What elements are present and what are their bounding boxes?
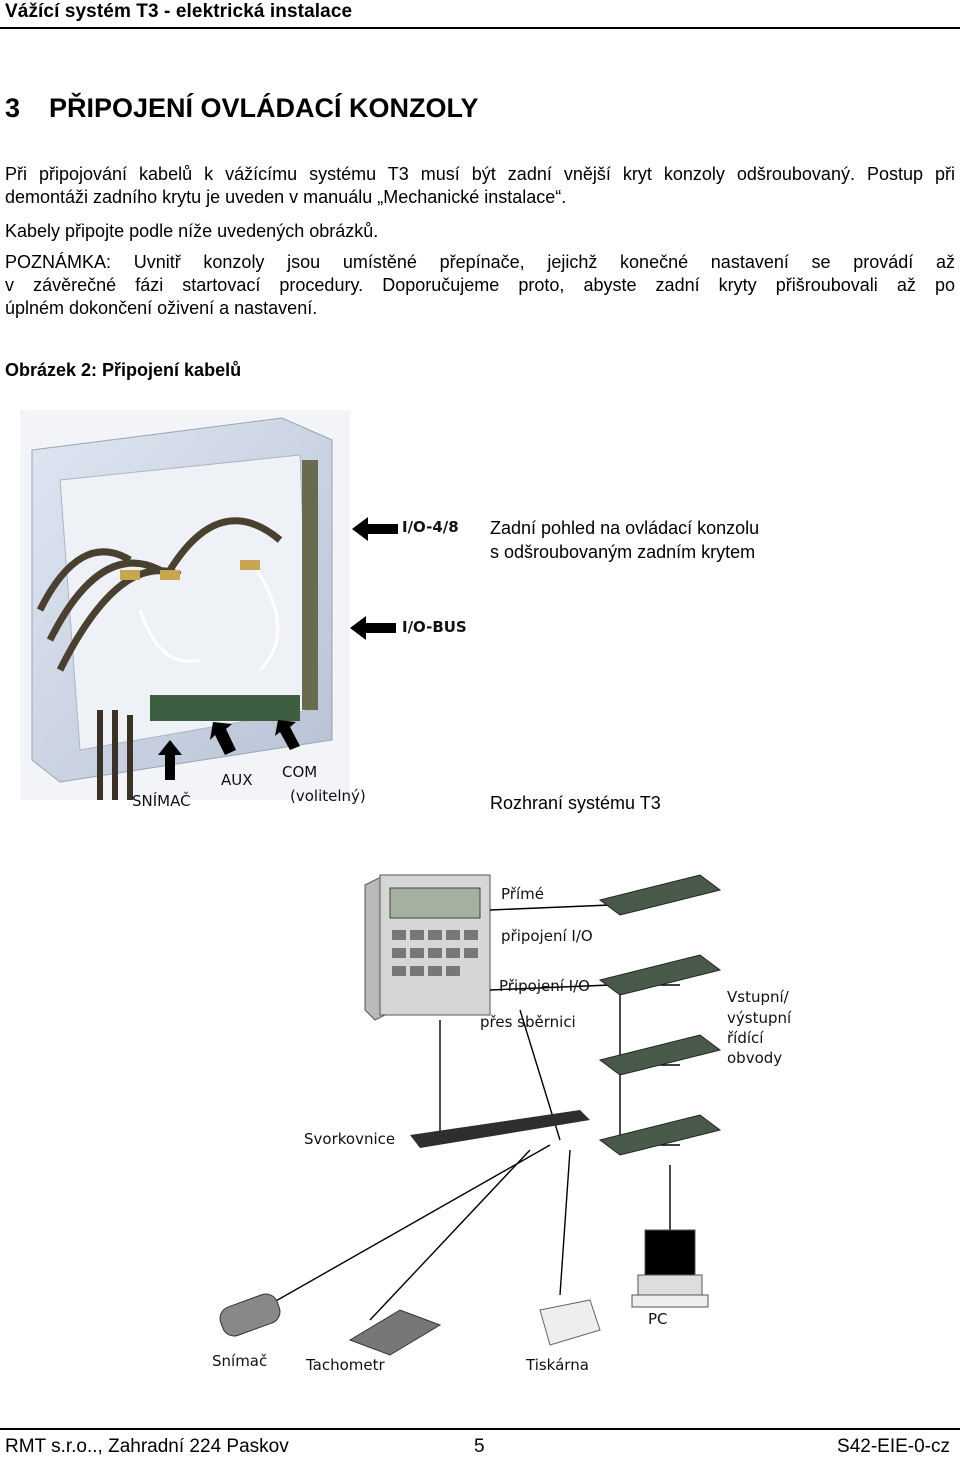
arrow-iobus <box>350 616 396 640</box>
footer-page-number: 5 <box>474 1436 485 1457</box>
arrow-io48 <box>352 517 398 541</box>
paragraph-line: v závěrečné fázi startovací procedury. D… <box>5 275 955 295</box>
footer-company: RMT s.r.o.., Zahradní 224 Paskov <box>5 1436 289 1457</box>
label-snimac: Snímač <box>212 1352 268 1370</box>
header-title: Vážící systém T3 - elektrická instalace <box>5 1 353 22</box>
paragraph-note: POZNÁMKA: Uvnitř konzoly jsou umístěné p… <box>5 251 955 320</box>
rear-view-line: s odšroubovaným zadním krytem <box>490 542 756 562</box>
figure-caption: Obrázek 2: Připojení kabelů <box>5 360 242 380</box>
label-com-optional: (volitelný) <box>290 787 366 805</box>
label-tiskarna: Tiskárna <box>526 1356 589 1374</box>
label-vstupni-3: řídící <box>727 1029 764 1047</box>
label-vstupni-2: výstupní <box>727 1009 792 1027</box>
label-io48: I/O-4/8 <box>402 518 459 536</box>
paragraph-line: Při připojování kabelů k vážícímu systém… <box>5 164 955 184</box>
section-number: 3 <box>5 93 21 123</box>
label-pripojeni-io: připojení I/O <box>501 927 593 945</box>
interface-diagram <box>219 874 722 1356</box>
paragraph-line: úplném dokončení oživení a nastavení. <box>5 298 318 318</box>
paragraph-cable-connection: Při připojování kabelů k vážícímu systém… <box>5 163 955 209</box>
label-pc: PC <box>648 1310 668 1328</box>
paragraph-line: demontáži zadního krytu je uveden v manu… <box>5 187 567 207</box>
footer-document-code: S42-EIE-0-cz <box>837 1436 950 1457</box>
label-aux: AUX <box>221 771 253 789</box>
label-snimac-top: SNÍMAČ <box>132 792 191 810</box>
page-header: Vážící systém T3 - elektrická instalace <box>0 0 960 29</box>
paragraph-line: POZNÁMKA: Uvnitř konzoly jsou umístěné p… <box>5 252 955 272</box>
label-vstupni-1: Vstupní/ <box>727 988 789 1006</box>
label-tachometr: Tachometr <box>306 1356 385 1374</box>
rear-view-line: Zadní pohled na ovládací konzolu <box>490 518 760 538</box>
rear-view-description: Zadní pohled na ovládací konzolu s odšro… <box>490 516 759 564</box>
paragraph-connect-cables: Kabely připojte podle níže uvedených obr… <box>5 221 379 241</box>
label-svorkovnice: Svorkovnice <box>304 1130 396 1148</box>
page-footer: RMT s.r.o.., Zahradní 224 Paskov 5 S42-E… <box>0 1428 960 1459</box>
label-pres-sbernici: přes sběrnici <box>480 1013 576 1031</box>
section-heading: 3 PŘIPOJENÍ OVLÁDACÍ KONZOLY <box>5 93 479 124</box>
interface-title: Rozhraní systému T3 <box>490 793 661 813</box>
label-prime: Přímé <box>501 885 544 903</box>
label-vstupni-4: obvody <box>727 1049 783 1067</box>
console-rear-photo <box>20 410 350 800</box>
label-com: COM <box>282 763 318 781</box>
label-iobus: I/O-BUS <box>402 618 467 636</box>
label-pripojeni-io-bus: Připojení I/O <box>499 977 590 995</box>
section-title: PŘIPOJENÍ OVLÁDACÍ KONZOLY <box>49 93 479 123</box>
